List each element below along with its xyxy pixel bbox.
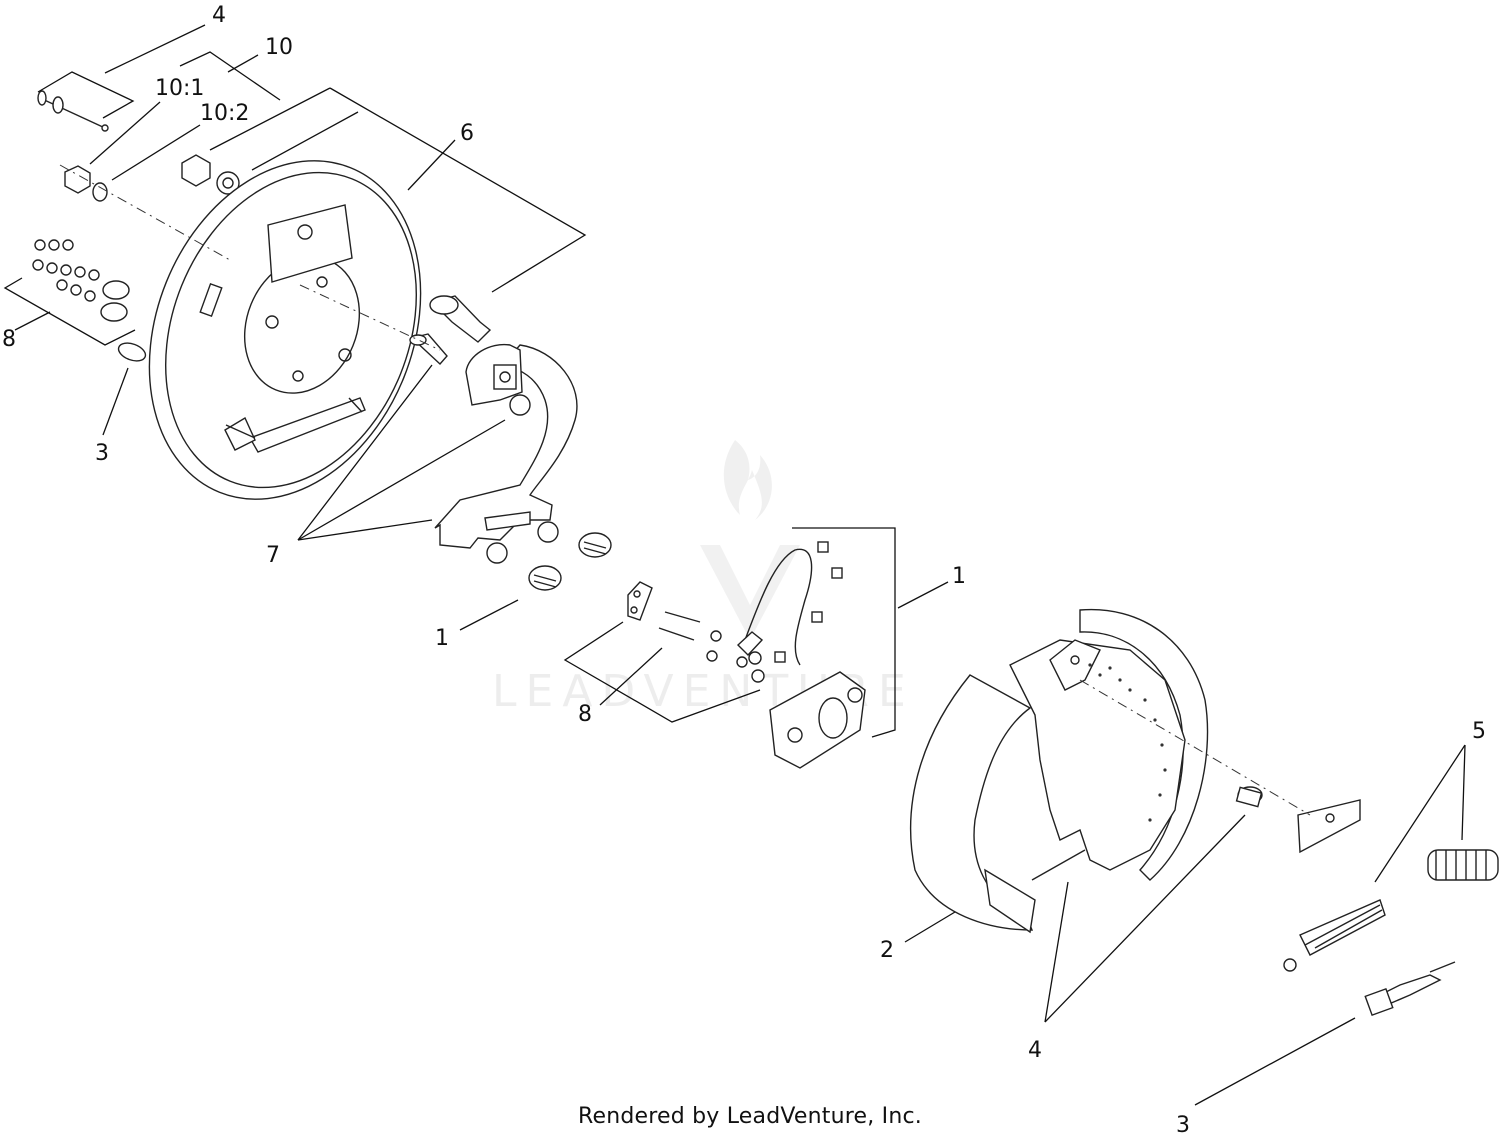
part-backing-plate bbox=[148, 160, 422, 500]
callout-4-top: 4 bbox=[212, 3, 226, 28]
part-small-springs bbox=[528, 532, 612, 591]
part-link-plate-and-bolts bbox=[627, 581, 765, 683]
callout-10: 10 bbox=[265, 35, 293, 60]
callout-6: 6 bbox=[460, 121, 474, 146]
callout-8-mid: 8 bbox=[578, 702, 592, 727]
callout-8-left: 8 bbox=[2, 327, 16, 352]
callout-5: 5 bbox=[1472, 719, 1486, 744]
part-small-nut-washer bbox=[64, 165, 108, 202]
part-plug bbox=[117, 342, 147, 362]
callout-1-right: 1 bbox=[952, 564, 966, 589]
part-return-springs bbox=[1283, 849, 1499, 972]
callout-4-bottom: 4 bbox=[1028, 1038, 1042, 1063]
footer-credit: Rendered by LeadVenture, Inc. bbox=[578, 1104, 922, 1129]
callout-3-left: 3 bbox=[95, 441, 109, 466]
callout-3-bottom: 3 bbox=[1176, 1113, 1190, 1138]
part-magnet-assembly bbox=[736, 541, 866, 769]
part-brake-shoe-assembly bbox=[909, 608, 1209, 934]
callout-2: 2 bbox=[880, 938, 894, 963]
callout-7: 7 bbox=[266, 543, 280, 568]
leader-lines bbox=[3, 24, 1466, 1106]
part-clevis-pin bbox=[37, 90, 109, 132]
part-large-nut-washer bbox=[181, 154, 240, 195]
part-adjuster-screw bbox=[1364, 961, 1456, 1017]
callout-1-left: 1 bbox=[435, 626, 449, 651]
callout-labels: 4 10 10:1 10:2 6 8 3 7 1 1 8 5 2 4 3 bbox=[2, 3, 1486, 1138]
callout-10-2: 10:2 bbox=[200, 101, 249, 126]
callout-10-1: 10:1 bbox=[155, 76, 204, 101]
part-hardware-kit bbox=[32, 239, 130, 322]
part-hold-down-pin bbox=[1235, 786, 1361, 854]
part-actuating-lever bbox=[434, 343, 578, 564]
